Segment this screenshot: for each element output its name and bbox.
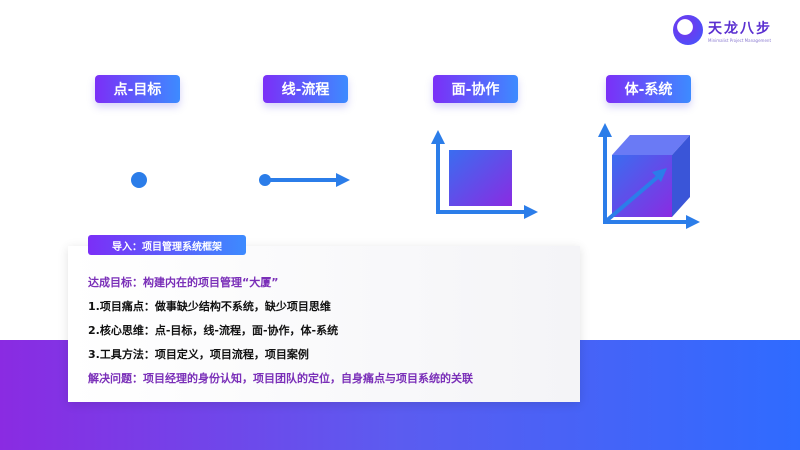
card-tag: 导入：项目管理系统框架 [88, 235, 246, 255]
logo-title: 天龙八步 [708, 20, 772, 37]
tools-line: 3.工具方法：项目定义，项目流程，项目案例 [88, 348, 309, 361]
pain-line: 1.项目痛点：做事缺少结构不系统，缺少项目思维 [88, 300, 331, 313]
logo: 天龙八步 Minimalist Project Management [673, 15, 772, 45]
goal-line: 达成目标：构建内在的项目管理“大厦” [88, 276, 279, 289]
tab-line-process: 线-流程 [263, 75, 348, 103]
tab-point-goal: 点-目标 [95, 75, 180, 103]
thinking-line: 2.核心思维：点-目标，线-流程，面-协作，体-系统 [88, 324, 339, 337]
line-arrow [259, 173, 350, 187]
tab-body-system: 体-系统 [606, 75, 691, 103]
logo-subtitle: Minimalist Project Management [708, 37, 772, 43]
body-axes [603, 133, 690, 224]
tab-plane-collab: 面-协作 [433, 75, 518, 103]
solve-line: 解决问题：项目经理的身份认知，项目团队的定位，自身痛点与项目系统的关联 [88, 372, 473, 385]
plane-axes [436, 140, 528, 214]
point-dot [131, 172, 147, 188]
plane-square [449, 150, 512, 206]
intro-card [68, 246, 580, 402]
dragon-logo-icon [673, 15, 703, 45]
